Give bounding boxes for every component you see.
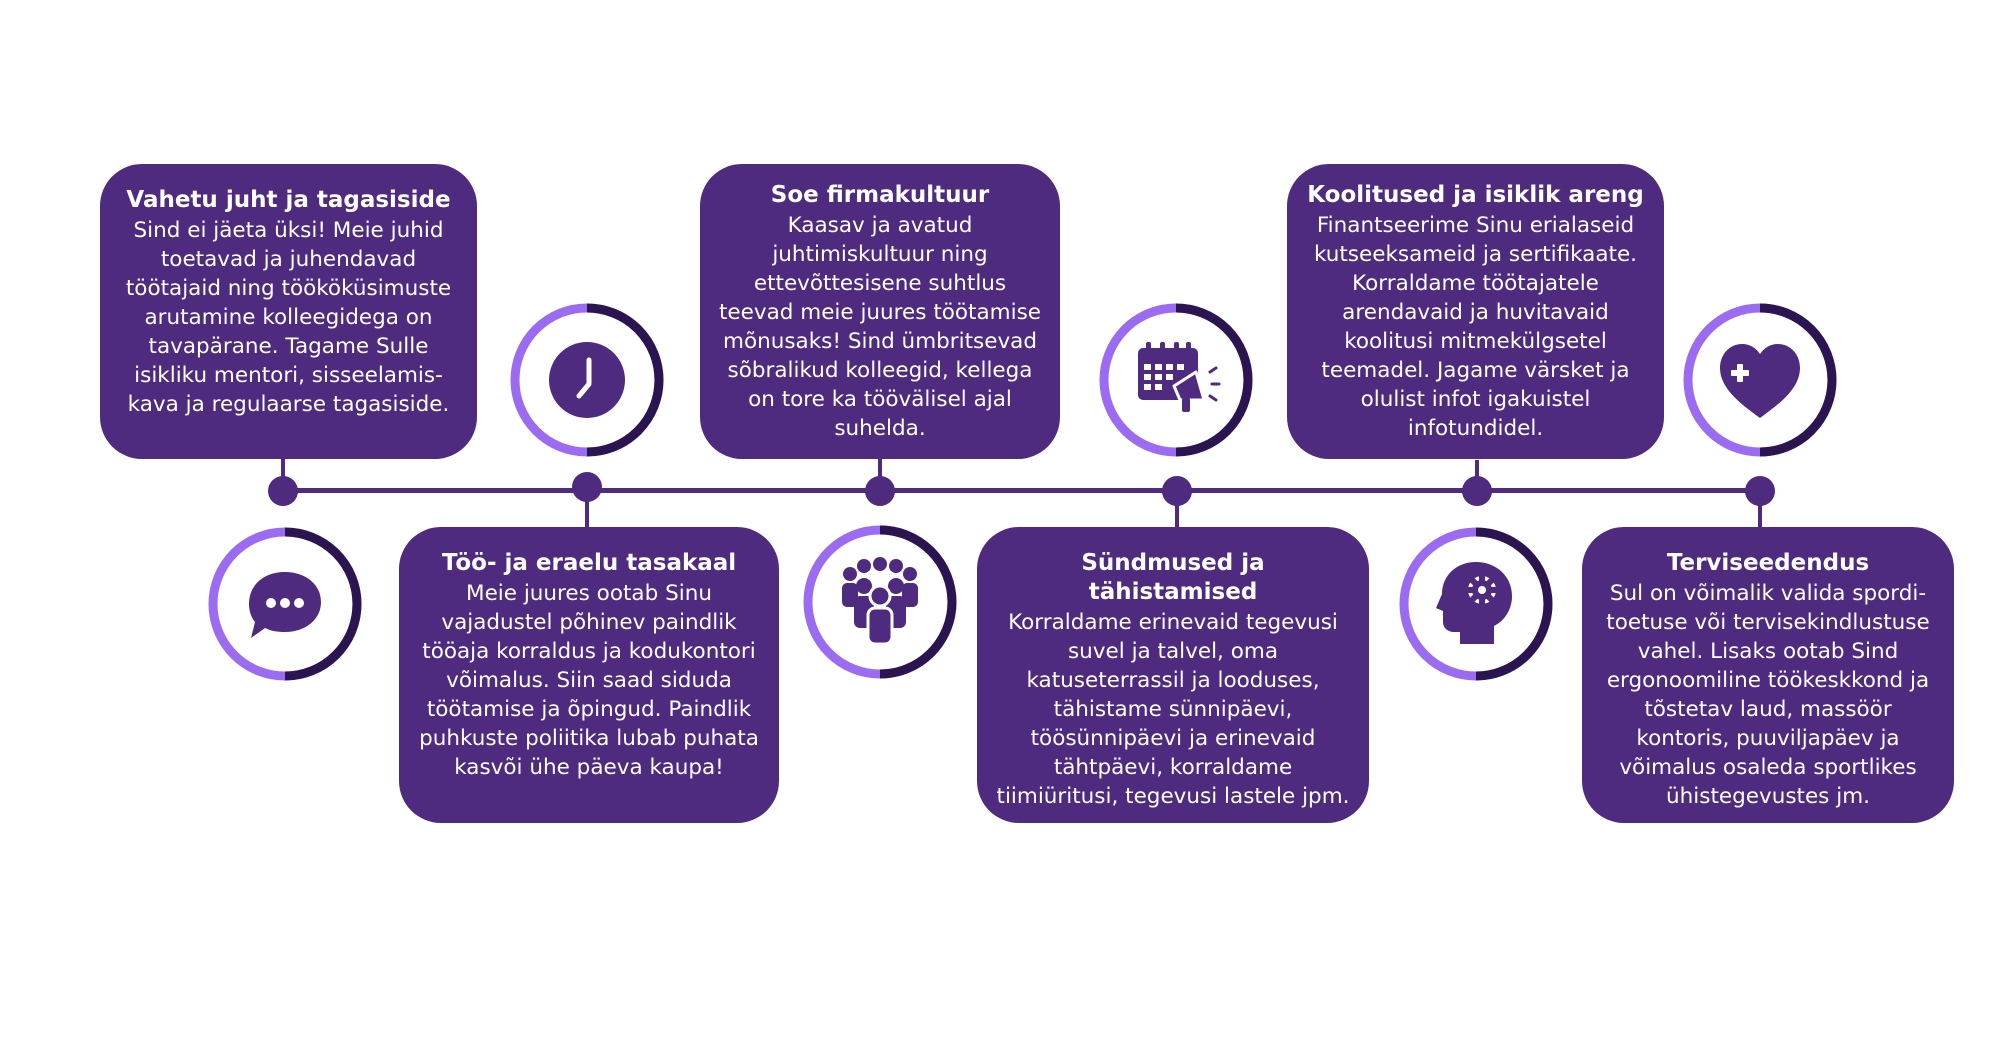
card-body: Sul on võimalik valida spordi-toetuse võ… (1606, 581, 1930, 809)
card-title: Töö- ja eraelu tasakaal (441, 550, 737, 576)
card-body: Korraldame erinevaid tegevusi suvel ja t… (996, 610, 1350, 809)
card-title: Koolitused ja isiklik areng (1307, 182, 1644, 208)
chat-bubble-icon (207, 526, 363, 682)
timeline-connector (281, 455, 285, 490)
card-events-celebrations: Sündmused ja tähistamised Korraldame eri… (977, 527, 1369, 823)
card-work-life-balance: Töö- ja eraelu tasakaal Meie juures oota… (399, 527, 779, 823)
card-body: Finantseerime Sinu erialaseid kutseeksam… (1313, 213, 1638, 441)
card-health-promotion: Terviseedendus Sul on võimalik valida sp… (1582, 527, 1954, 823)
timeline-connector (1175, 490, 1179, 530)
card-title: Soe firmakultuur (770, 182, 990, 208)
card-title: Vahetu juht ja tagasiside (126, 187, 451, 213)
card-body: Meie juures ootab Sinu vajadustel põhine… (419, 581, 759, 780)
timeline-node (268, 476, 298, 506)
card-training-development: Koolitused ja isiklik areng Finantseerim… (1287, 164, 1664, 459)
timeline-node (1462, 476, 1492, 506)
clock-icon (509, 302, 665, 458)
card-manager-feedback: Vahetu juht ja tagasiside Sind ei jäeta … (100, 164, 477, 459)
calendar-megaphone-icon (1098, 302, 1254, 458)
card-title: Sündmused ja tähistamised (1081, 550, 1265, 605)
timeline-connector (1758, 490, 1762, 530)
timeline-node (1745, 476, 1775, 506)
card-company-culture: Soe firmakultuur Kaasav ja avatud juhtim… (700, 164, 1060, 459)
card-title: Terviseedendus (1666, 550, 1870, 576)
head-gear-icon (1398, 526, 1554, 682)
card-body: Kaasav ja avatud juhtimiskultuur ning et… (718, 213, 1042, 441)
timeline-connector (585, 490, 589, 530)
card-body: Sind ei jäeta üksi! Meie juhid toetavad … (125, 218, 452, 417)
timeline-connector (878, 455, 882, 490)
heart-plus-icon (1682, 302, 1838, 458)
timeline-connector (1475, 460, 1479, 490)
timeline-node (865, 476, 895, 506)
timeline-node (1162, 476, 1192, 506)
team-people-icon (802, 524, 958, 680)
timeline-line (283, 488, 1755, 493)
timeline-node (572, 472, 602, 502)
